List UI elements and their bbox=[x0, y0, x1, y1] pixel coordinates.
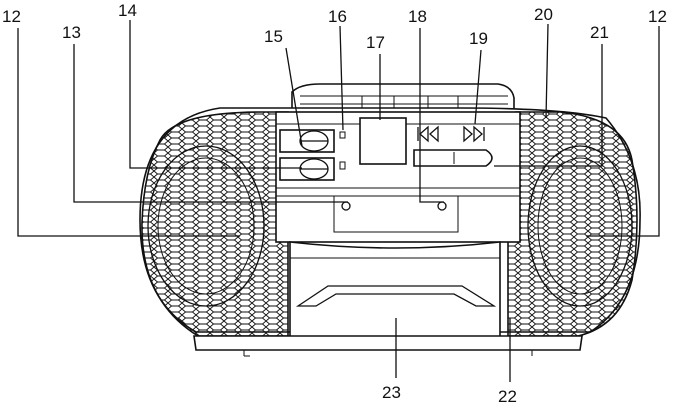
indicator-15 bbox=[339, 161, 346, 170]
center-control-panel bbox=[275, 111, 521, 243]
lcd-display bbox=[359, 117, 407, 165]
skip-forward-icon bbox=[463, 125, 485, 143]
right-speaker-cone bbox=[527, 145, 633, 307]
cassette-door bbox=[289, 241, 501, 339]
callout-17: 17 bbox=[366, 33, 385, 52]
callout-13: 13 bbox=[62, 23, 81, 42]
callout-22: 22 bbox=[498, 387, 517, 406]
callout-21: 21 bbox=[590, 23, 609, 42]
skip-back-icon bbox=[417, 125, 439, 143]
leader-12-right bbox=[586, 26, 660, 237]
right-speaker-grille bbox=[507, 111, 638, 337]
left-speaker-grille bbox=[141, 111, 289, 337]
leader-14 bbox=[129, 20, 302, 169]
callout-18: 18 bbox=[408, 7, 427, 26]
carry-handle bbox=[291, 83, 515, 113]
callout-14: 14 bbox=[118, 1, 137, 20]
leader-20 bbox=[545, 23, 549, 119]
callout-12-left: 12 bbox=[2, 7, 21, 26]
indicator-16 bbox=[339, 131, 346, 139]
callout-12-right: 12 bbox=[648, 7, 667, 26]
left-speaker-cone bbox=[147, 145, 265, 307]
boombox-base bbox=[193, 335, 583, 357]
leader-21 bbox=[494, 44, 603, 167]
leader-16 bbox=[339, 25, 344, 131]
callout-20: 20 bbox=[534, 5, 553, 24]
leader-12-left bbox=[17, 28, 240, 237]
callout-23: 23 bbox=[382, 383, 401, 402]
leader-13 bbox=[73, 44, 348, 203]
leader-lines bbox=[17, 20, 660, 382]
callout-16: 16 bbox=[328, 7, 347, 26]
leader-18 bbox=[419, 28, 444, 203]
callout-19: 19 bbox=[469, 29, 488, 48]
function-slider bbox=[413, 149, 493, 167]
callout-15: 15 bbox=[264, 27, 283, 46]
callout-labels: 12 13 14 15 16 17 18 19 20 21 12 23 22 bbox=[2, 1, 667, 406]
leader-19 bbox=[474, 49, 482, 125]
leader-15 bbox=[285, 47, 303, 147]
